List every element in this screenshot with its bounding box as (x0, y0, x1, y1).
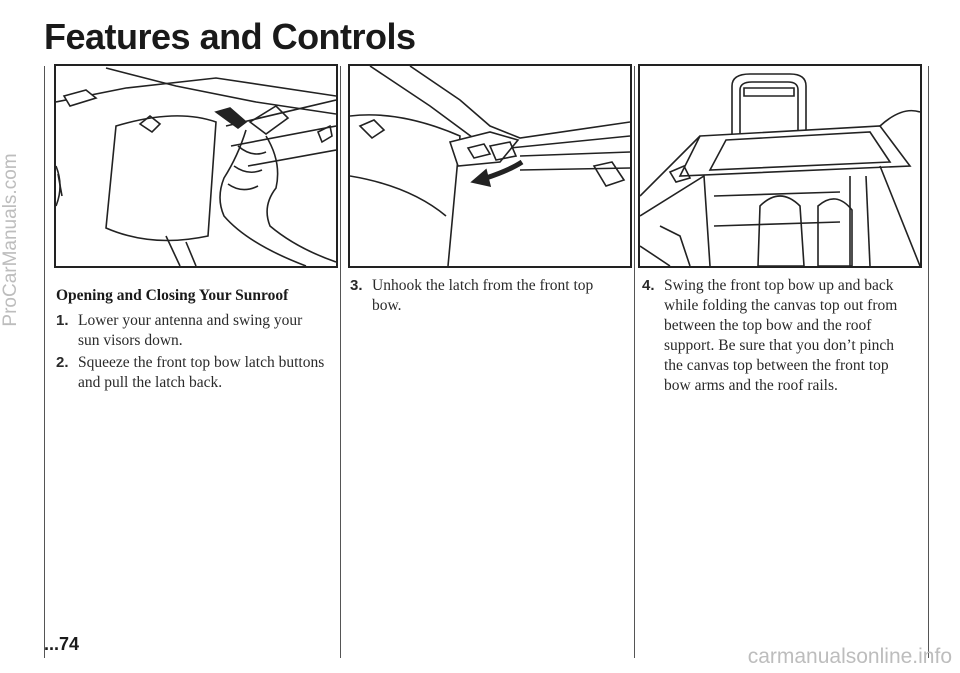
figure-visor-latch (54, 64, 338, 268)
step-text: Squeeze the front top bow latch buttons … (78, 354, 325, 391)
column-divider (44, 66, 45, 658)
step-2: 2. Squeeze the front top bow latch butto… (56, 353, 326, 393)
column-divider (928, 66, 929, 658)
step-number: 4. (642, 277, 655, 294)
step-1: 1. Lower your antenna and swing your sun… (56, 311, 326, 351)
step-3: 3. Unhook the latch from the front top b… (350, 276, 622, 316)
step-number: 3. (350, 277, 363, 294)
watermark-side: ProCarManuals.com (0, 0, 25, 673)
step-text: Lower your antenna and swing your sun vi… (78, 312, 303, 349)
step-number: 2. (56, 354, 69, 371)
figure-unhook-latch (348, 64, 632, 268)
step-text: Unhook the latch from the front top bow. (372, 277, 594, 314)
page-title: Features and Controls (44, 16, 416, 57)
column-divider (340, 66, 341, 658)
page-number: ...74 (44, 634, 80, 654)
watermark-bottom: carmanualsonline.info (747, 645, 952, 668)
section-heading: Opening and Closing Your Sunroof (56, 287, 289, 304)
step-text: Swing the front top bow up and back whil… (664, 277, 898, 394)
step-number: 1. (56, 312, 69, 329)
figure-swing-bow (638, 64, 922, 268)
watermark-side-text: ProCarManuals.com (0, 153, 21, 327)
step-4: 4. Swing the front top bow up and back w… (642, 276, 914, 396)
column-divider (634, 66, 635, 658)
